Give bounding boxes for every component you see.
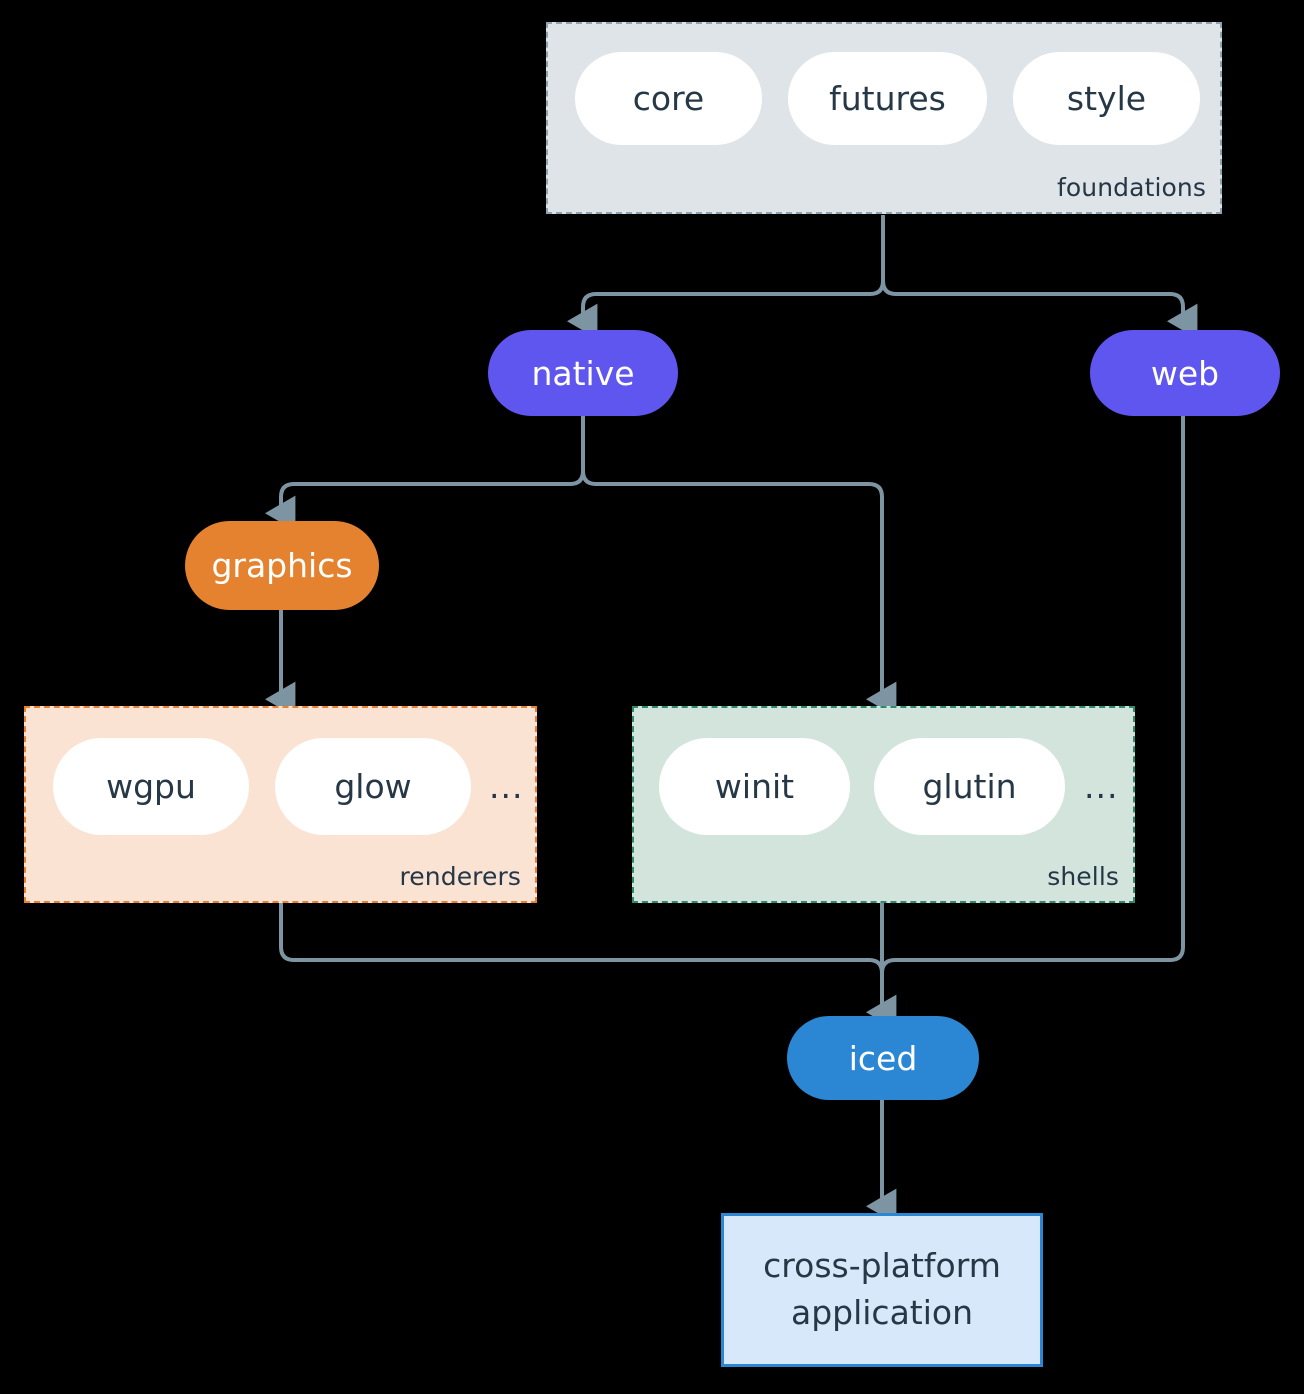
node-graphics[interactable]: graphics (185, 521, 379, 610)
node-native[interactable]: native (488, 330, 678, 416)
node-iced[interactable]: iced (787, 1016, 979, 1100)
node-glutin[interactable]: glutin (874, 738, 1065, 835)
edge-foundations-split (566, 215, 1198, 339)
node-futures[interactable]: futures (788, 52, 987, 145)
node-core[interactable]: core (575, 52, 762, 145)
group-label-foundations: foundations (1057, 173, 1206, 202)
node-web[interactable]: web (1090, 330, 1280, 416)
application-label-line2: application (790, 1293, 974, 1332)
group-foundations: core futures style foundations (546, 22, 1222, 214)
group-label-shells: shells (1047, 862, 1119, 891)
node-glow[interactable]: glow (275, 738, 471, 835)
group-shells: winit glutin ... shells (632, 706, 1135, 903)
node-application[interactable]: cross-platform application (721, 1213, 1043, 1367)
group-renderers: wgpu glow ... renderers (24, 706, 537, 903)
group-label-renderers: renderers (399, 862, 521, 891)
node-style[interactable]: style (1013, 52, 1200, 145)
renderers-ellipsis: ... (489, 767, 524, 806)
application-label-line1: cross-platform (763, 1246, 1001, 1286)
node-winit[interactable]: winit (659, 738, 850, 835)
shells-ellipsis: ... (1084, 767, 1119, 806)
node-wgpu[interactable]: wgpu (53, 738, 249, 835)
